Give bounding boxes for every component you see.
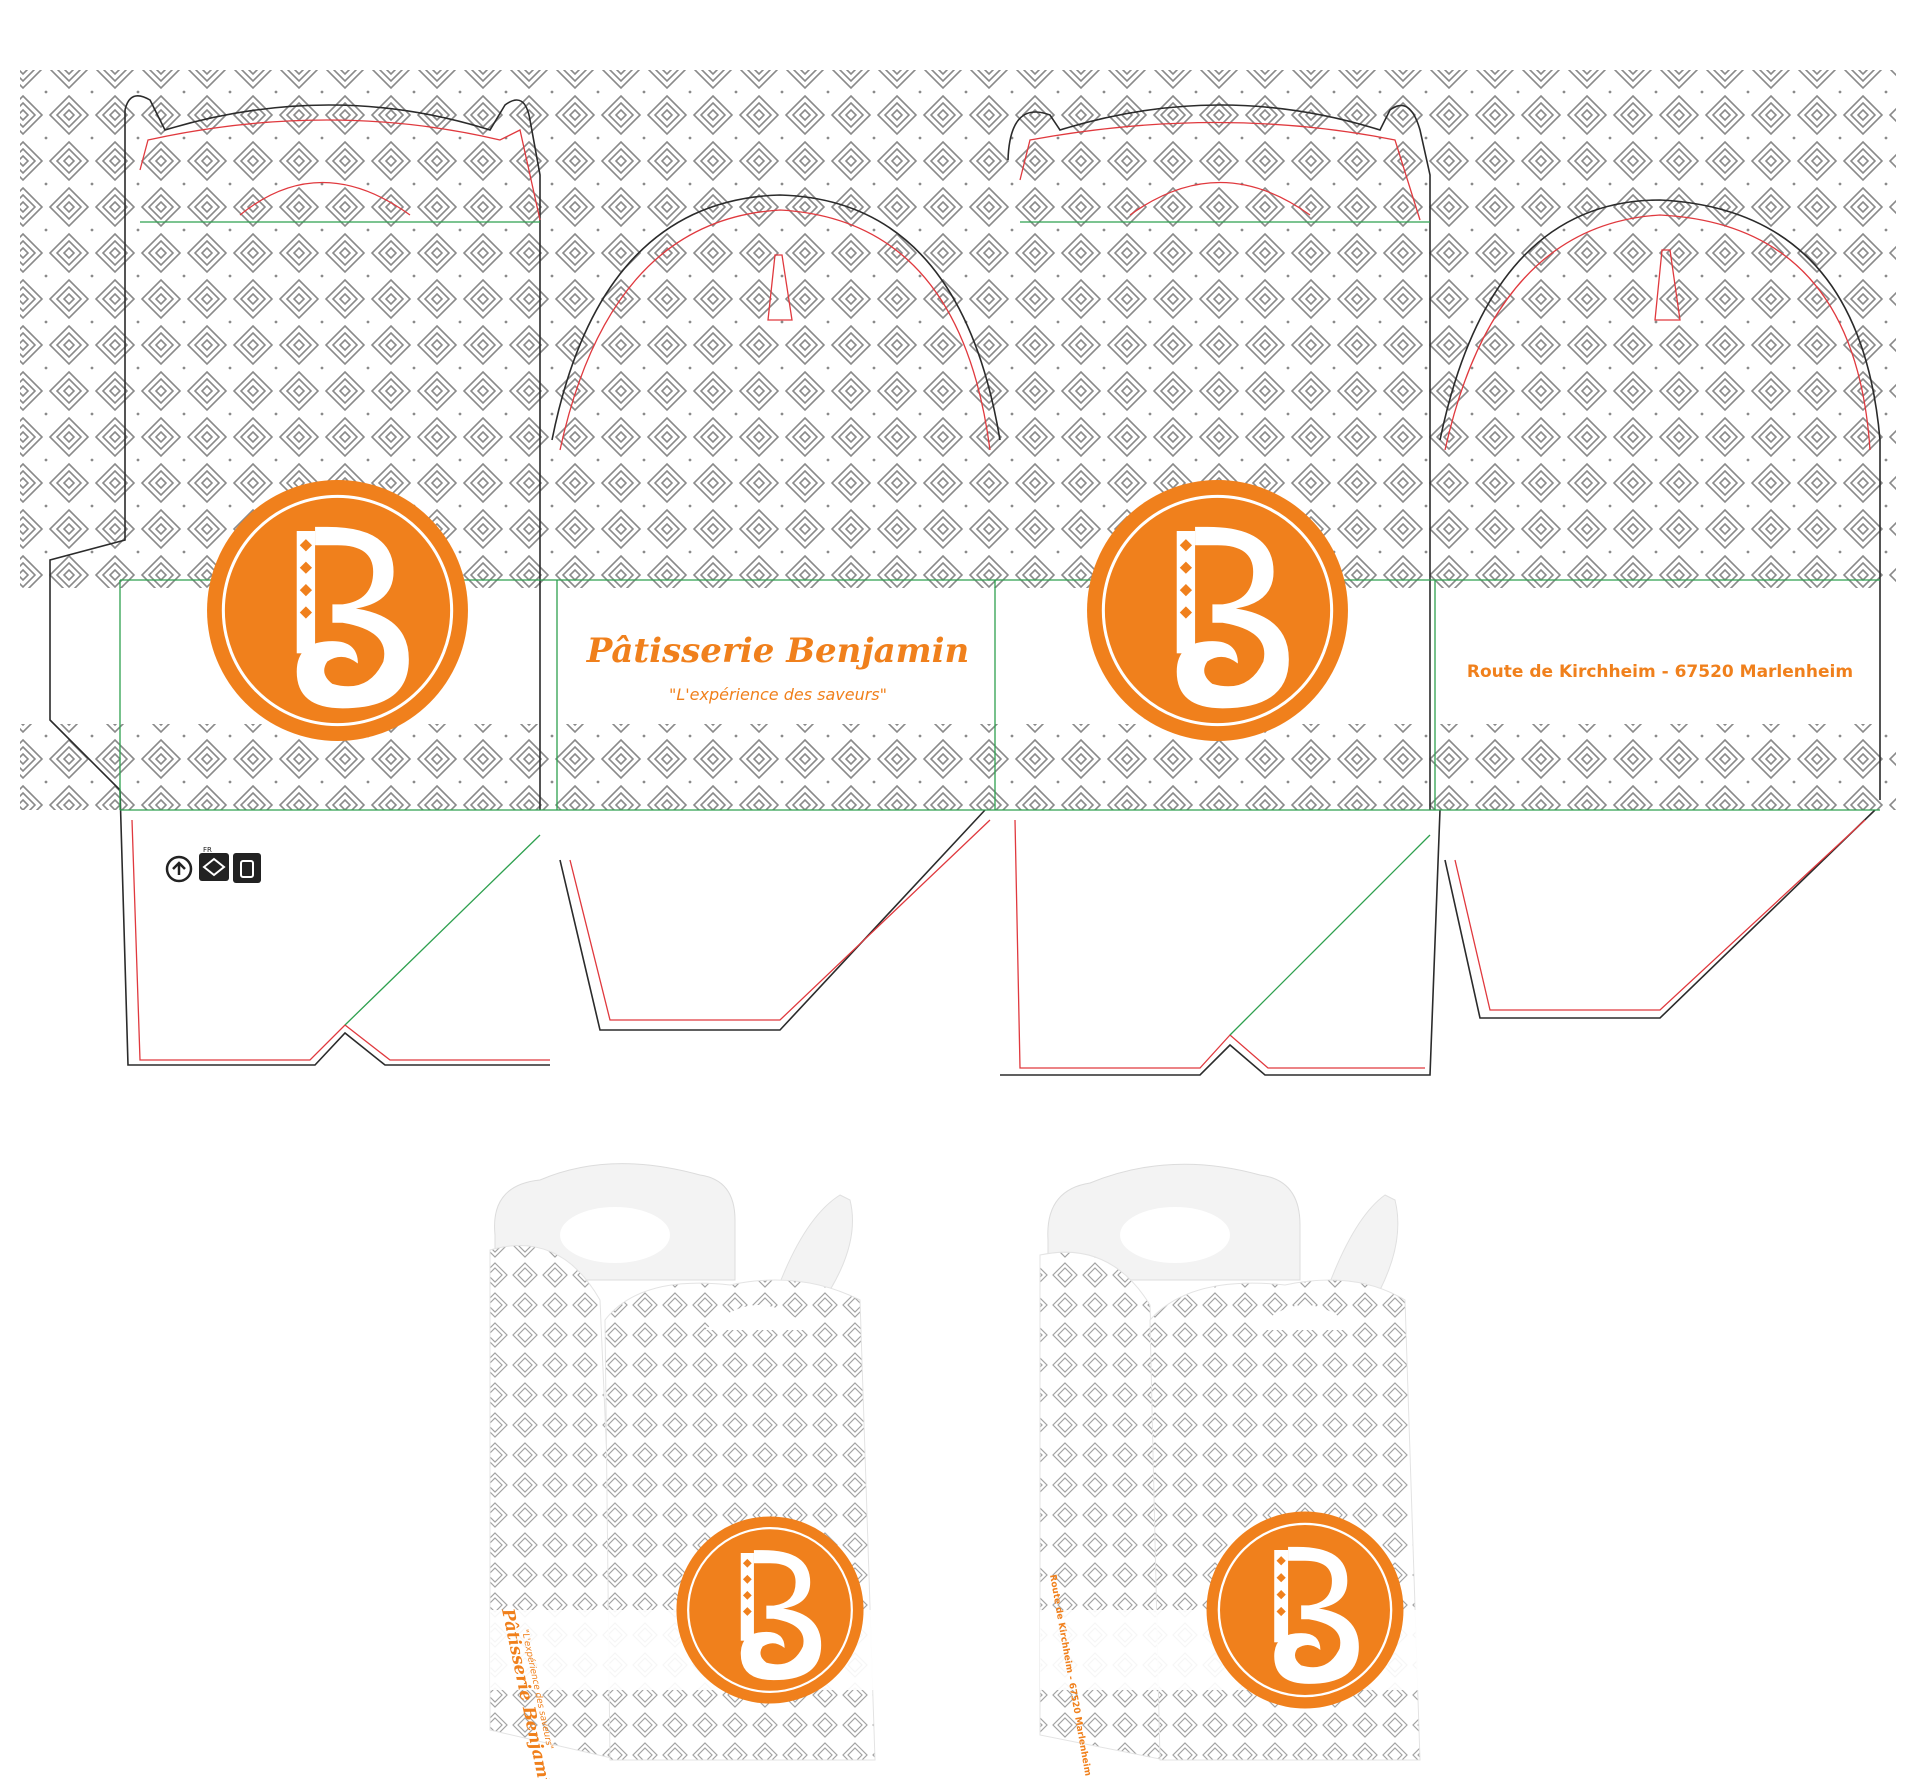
box-mockup-back: Route de Kirchheim - 67520 Marlenheim <box>1039 1163 1421 1777</box>
sorting-box-icon: FR <box>199 846 229 881</box>
box-mockup-front: Pâtisserie Benjamin "L'expérience des sa… <box>489 1163 876 1779</box>
logo-panel-1 <box>205 478 470 743</box>
mockup-front-logo <box>675 1515 865 1705</box>
fr-mark: FR <box>203 846 212 854</box>
address-text: Route de Kirchheim - 67520 Marlenheim <box>1467 662 1853 682</box>
cut-lines <box>49 94 1881 1076</box>
logo-panel-3 <box>1085 478 1350 743</box>
crease-lines <box>131 119 1871 1069</box>
bottom-panels <box>20 810 1896 1110</box>
brand-name-text: Pâtisserie Benjamin <box>586 631 970 671</box>
bin-icon <box>233 853 261 883</box>
die-line-layout: Pâtisserie Benjamin "L'expérience des sa… <box>20 70 1896 1110</box>
recycle-icon <box>165 855 193 883</box>
recycling-icons: FR <box>165 846 261 883</box>
slogan-text: "L'expérience des saveurs" <box>669 685 887 704</box>
mockup-back-logo <box>1205 1510 1405 1710</box>
